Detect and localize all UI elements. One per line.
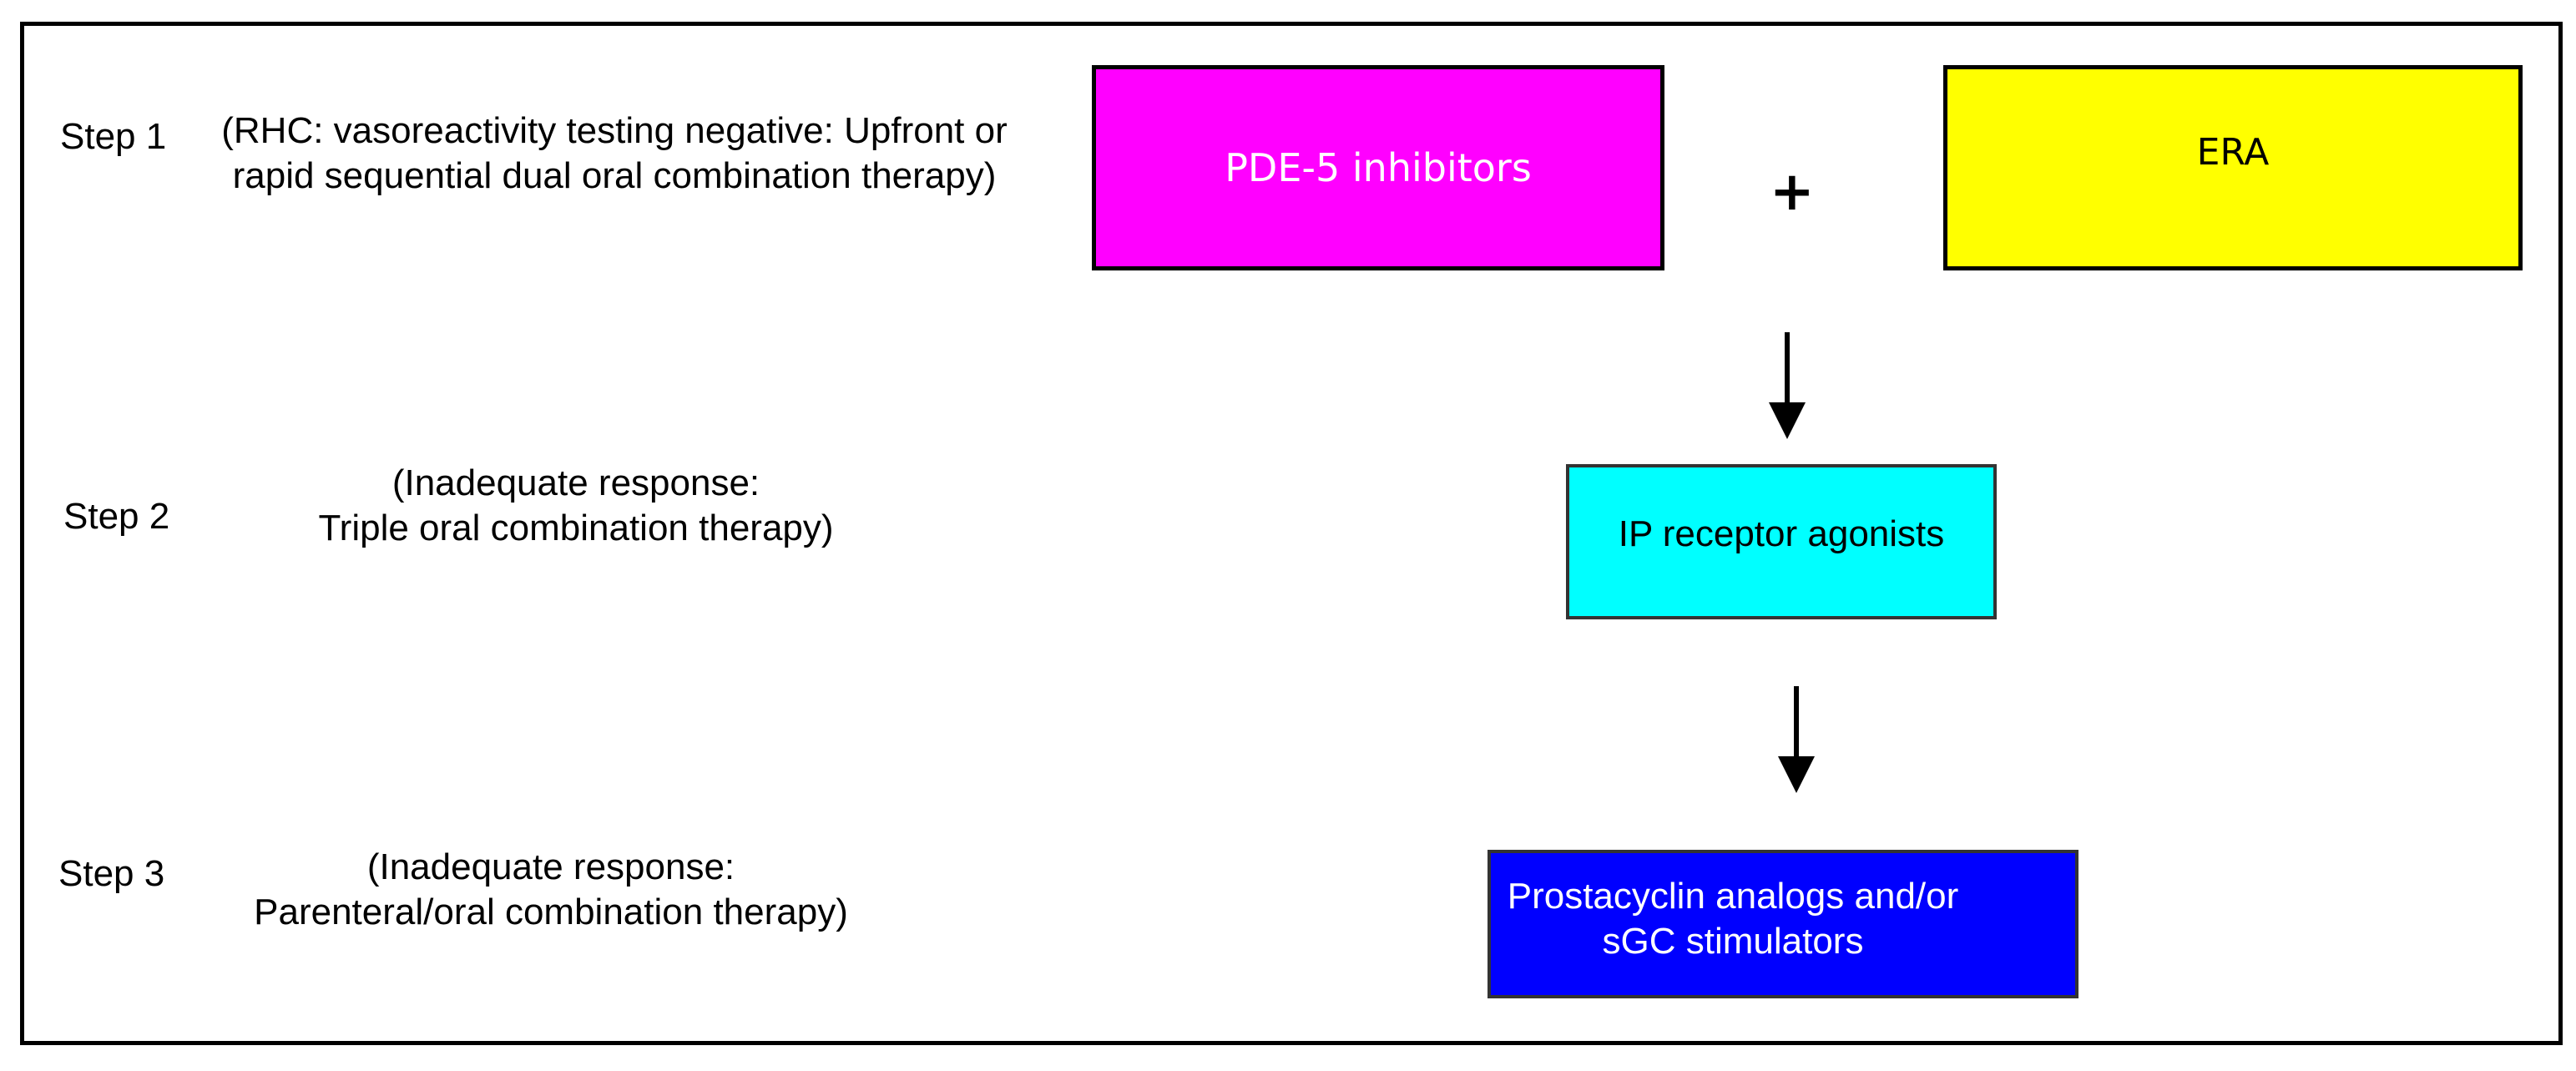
step-1-description-line-2: rapid sequential dual oral combination t…	[232, 155, 997, 196]
step-3-description-line-1: (Inadequate response:	[366, 846, 735, 887]
step-3-label: Step 3	[58, 853, 165, 894]
era-label: ERA	[2196, 131, 2270, 174]
pde5-inhibitors-label: PDE-5 inhibitors	[1225, 145, 1532, 190]
step-1-description-line-1: (RHC: vasoreactivity testing negative: U…	[221, 110, 1008, 151]
arrow-step2-to-step3	[1778, 686, 1815, 793]
ip-receptor-agonists-label: IP receptor agonists	[1618, 513, 1945, 554]
prostacyclin-sgc-label: Prostacyclin analogs and/or sGC stimulat…	[1508, 874, 1959, 964]
era-box: ERA	[1943, 65, 2523, 270]
ip-receptor-agonists-box: IP receptor agonists	[1566, 464, 1997, 619]
step-1-label: Step 1	[60, 116, 167, 157]
step-3-description: (Inadequate response: Parenteral/oral co…	[217, 845, 885, 935]
arrow-step1-to-step2	[1769, 332, 1806, 439]
prostacyclin-sgc-line-2: sGC stimulators	[1602, 921, 1864, 962]
pde5-inhibitors-box: PDE-5 inhibitors	[1092, 65, 1664, 270]
prostacyclin-sgc-box: Prostacyclin analogs and/or sGC stimulat…	[1488, 850, 2078, 998]
prostacyclin-sgc-line-1: Prostacyclin analogs and/or	[1507, 876, 1959, 917]
step-2-description-line-1: (Inadequate response:	[391, 462, 760, 503]
step-2-label: Step 2	[63, 496, 170, 537]
diagram-frame	[20, 22, 2563, 1045]
step-2-description: (Inadequate response: Triple oral combin…	[259, 461, 893, 551]
plus-symbol: +	[1770, 161, 1815, 223]
step-2-description-line-2: Triple oral combination therapy)	[318, 508, 834, 548]
step-3-description-line-2: Parenteral/oral combination therapy)	[254, 892, 848, 932]
step-1-description: (RHC: vasoreactivity testing negative: U…	[197, 109, 1032, 199]
